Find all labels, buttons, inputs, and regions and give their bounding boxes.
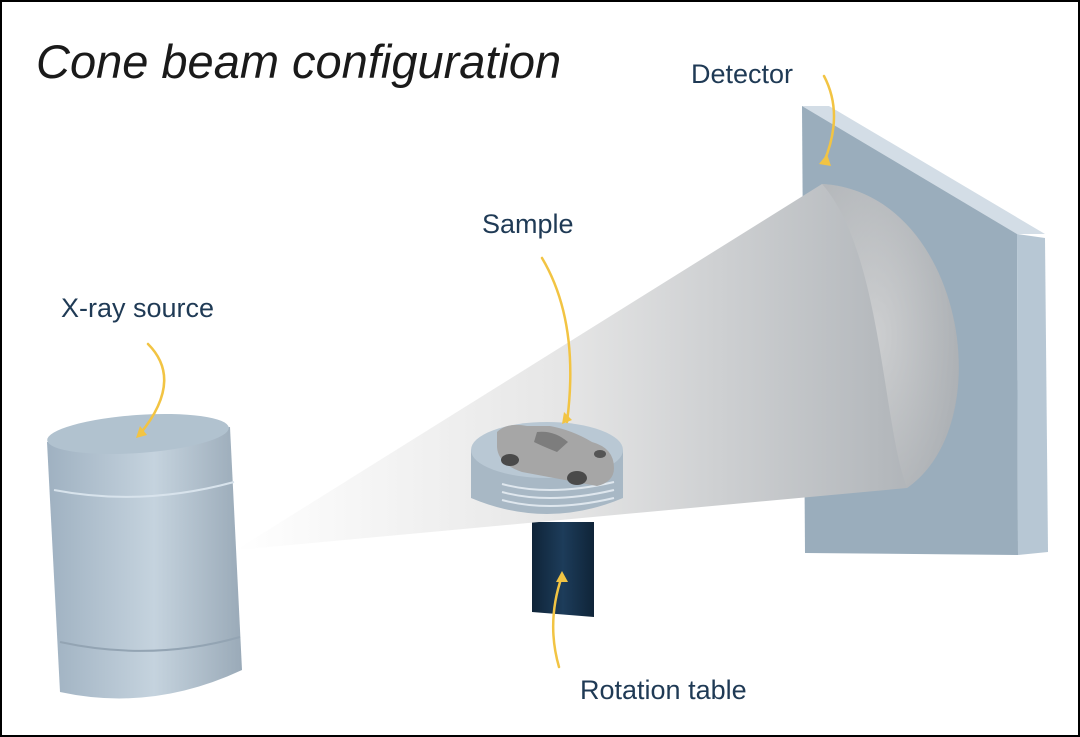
rotation-table-pillar (532, 522, 594, 617)
toy-car-icon (497, 424, 614, 486)
sample-arrow (540, 256, 572, 424)
arrow-heads (136, 154, 831, 582)
xray-source-arrow (138, 342, 166, 436)
xray-cone-beam (236, 184, 959, 550)
xray-source-label: X-ray source (61, 293, 215, 323)
xray-source-arrowhead (136, 426, 147, 438)
sample-arrowhead (562, 412, 572, 424)
sample-label: Sample (482, 209, 574, 239)
detector-arrowhead (819, 154, 831, 166)
detector-arrow (822, 74, 836, 164)
xray-source-cylinder (47, 414, 242, 699)
rotation-table-label: Rotation table (580, 675, 747, 705)
annotation-arrows (138, 74, 836, 669)
rotation-table-arrowhead (556, 571, 568, 582)
detector-label: Detector (691, 59, 794, 89)
rotation-table-arrow (551, 574, 564, 669)
diagram-title: Cone beam configuration (36, 35, 562, 88)
